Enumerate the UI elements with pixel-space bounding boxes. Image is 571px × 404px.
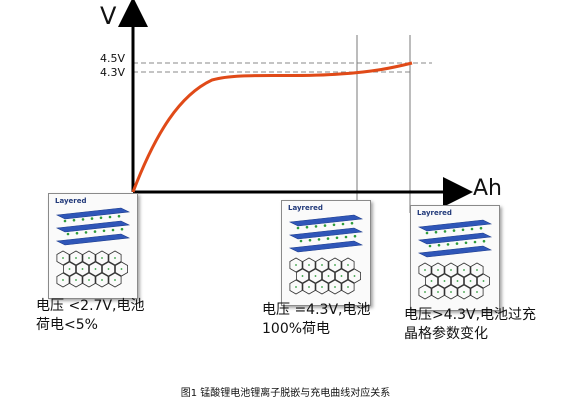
state-description-overcharge: 电压>4.3V,电池过充 晶格参数变化: [404, 306, 536, 344]
y-axis-label: V: [100, 2, 117, 30]
crystal-image-title: Layrered: [288, 204, 323, 212]
crystal-image-full-charge: Layrered: [281, 200, 371, 306]
state-description-full-charge: 电压 =4.3V,电池 100%荷电: [262, 301, 370, 339]
charge-curve: [131, 61, 413, 193]
state-description-line: 电压>4.3V,电池过充: [404, 307, 537, 323]
crystal-structure-icon: [288, 214, 364, 295]
state-description-line: 晶格参数变化: [404, 326, 488, 342]
crystal-structure-icon: [417, 219, 493, 300]
ref-label-4-3v: 4.3V: [100, 66, 126, 79]
figure-caption: 图1 锰酸锂电池锂离子脱嵌与充电曲线对应关系: [180, 388, 391, 399]
x-axis-label: Ah: [473, 176, 502, 201]
state-description-line: 100%荷电: [262, 321, 331, 337]
state-description-discharged: 电压 <2.7V,电池 荷电<5%: [36, 297, 144, 335]
state-description-line: 电压 =4.3V,电池: [262, 302, 371, 318]
crystal-image-title: Layered: [55, 197, 87, 205]
crystal-image-title: Layrered: [417, 209, 452, 217]
crystal-image-discharged: Layered: [48, 193, 138, 299]
crystal-image-overcharge: Layrered: [410, 205, 500, 311]
ref-label-4-5v: 4.5V: [100, 52, 126, 65]
state-description-line: 荷电<5%: [36, 317, 98, 333]
state-description-line: 电压 <2.7V,电池: [36, 298, 145, 314]
crystal-structure-icon: [55, 207, 131, 288]
